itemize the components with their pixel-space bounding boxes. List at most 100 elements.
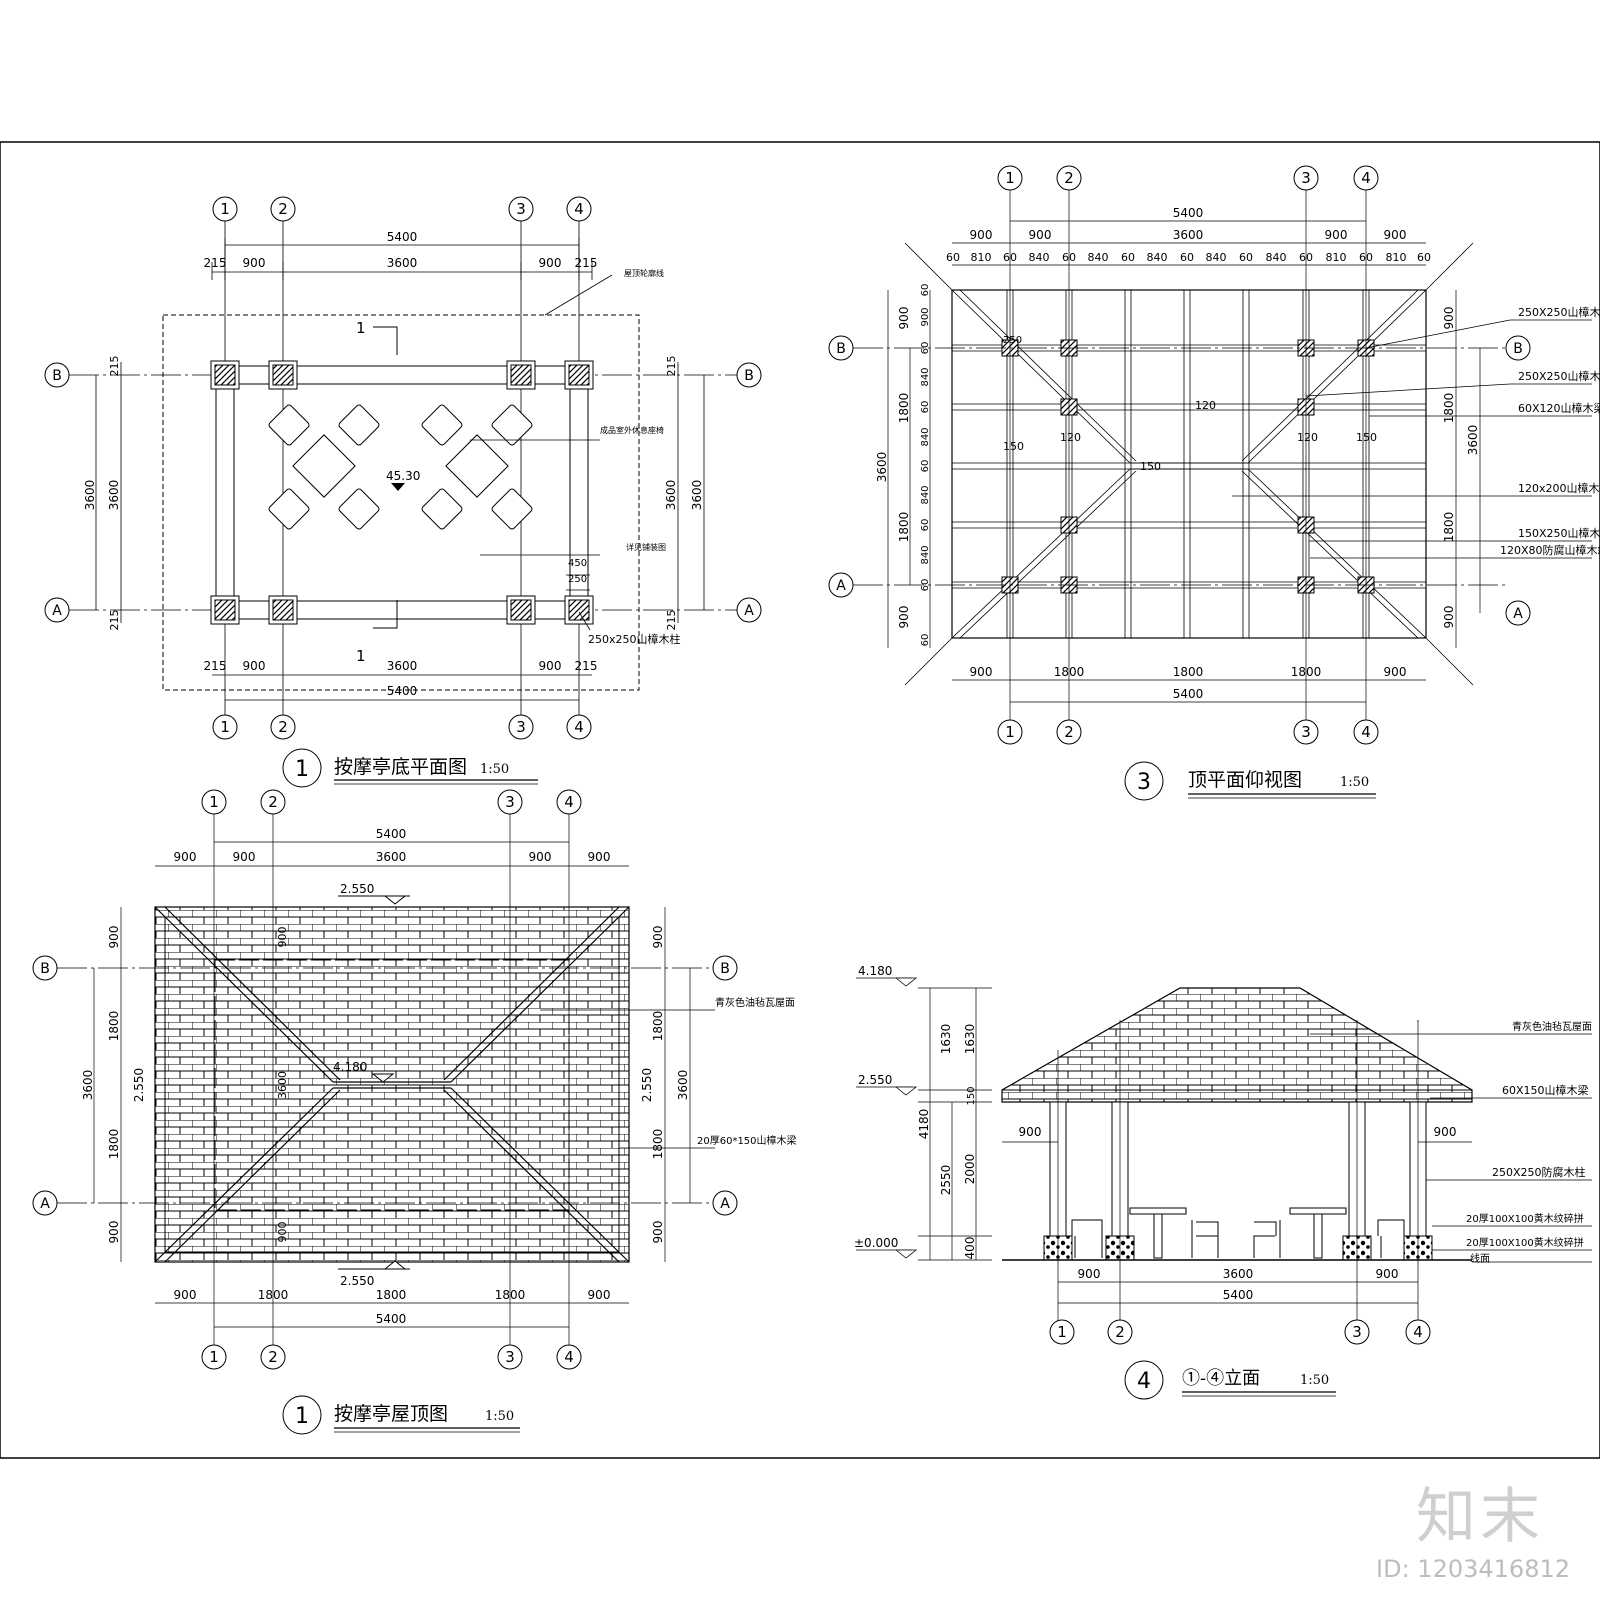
grid-label: 3 (505, 793, 515, 811)
level-text: 45.30 (386, 469, 420, 483)
member-mark: 150 (1356, 431, 1377, 444)
grid-label: 1 (220, 200, 230, 218)
dim: 1800 (651, 1011, 665, 1042)
dim: 900 (1376, 1267, 1399, 1281)
label-450: 450 (568, 558, 587, 569)
grid-label: A (1513, 606, 1523, 622)
level-text: 2.550 (132, 1068, 146, 1102)
label-beam: 20厚60*150山樟木梁 (697, 1134, 797, 1147)
grid-label: 4 (574, 200, 584, 218)
member-mark: 150 (1003, 440, 1024, 453)
dim: 3600 (1223, 1267, 1254, 1281)
top-subdivision-dims: 60 810 60 840 60 840 60 840 60 840 60 84… (946, 251, 1431, 264)
furniture (1071, 1207, 1405, 1259)
dim: 3600 (376, 850, 407, 864)
dim: 900 (651, 1221, 665, 1244)
dim: 3600 (875, 452, 889, 483)
dim: 60 (1239, 251, 1253, 264)
dim: 4180 (917, 1109, 931, 1140)
bottom-dimension-lines (952, 679, 1426, 703)
grid-label: 2 (278, 718, 288, 736)
ceiling-plan-view: 1 2 3 4 1 2 3 4 B A B A (828, 165, 1600, 801)
grid-bubbles-bottom: 1 2 3 4 (997, 719, 1379, 745)
label-chairs: 成品室外休息座椅 (600, 425, 664, 435)
label: 120X80防腐山樟木斜梁 (1500, 543, 1600, 557)
dim-3600: 3600 (664, 480, 678, 511)
callout-labels: 青灰色油毡瓦屋面 60X150山樟木梁 250X250防腐木柱 20厚100X1… (1466, 1020, 1592, 1265)
columns (1001, 339, 1375, 594)
dim: 900 (1029, 228, 1052, 242)
grid-label: 3 (1301, 723, 1311, 741)
view-title: 按摩亭屋顶图 (334, 1403, 448, 1425)
dim: 3600 (1173, 228, 1204, 242)
dim: 900 (529, 850, 552, 864)
grid-label: 2 (268, 793, 278, 811)
dim: 900 (1384, 228, 1407, 242)
member-mark: 120 (1195, 399, 1216, 412)
left-dimension-lines (918, 987, 992, 1261)
label: 60X120山樟木梁 (1518, 401, 1600, 415)
hip-lines (154, 906, 630, 1263)
label-column: 250x250山樟木柱 (588, 632, 681, 646)
dim: 900 (1384, 665, 1407, 679)
grid-label: 2 (268, 1348, 278, 1366)
dim: 1630 (963, 1024, 977, 1055)
grid-label: B (1513, 341, 1523, 357)
grid-lines (853, 190, 1506, 720)
label-tile: 青灰色油毡瓦屋面 (715, 996, 795, 1009)
dim: 900 (107, 1221, 121, 1244)
bottom-dimension-lines (212, 674, 592, 701)
dim: 3600 (676, 1070, 690, 1101)
grid-label: 4 (564, 793, 574, 811)
view-number-circle (1124, 761, 1164, 801)
dim: 60 (1180, 251, 1194, 264)
dim: 60 (920, 460, 931, 473)
label: 线面 (1470, 1252, 1490, 1265)
label: 20厚100X100黄木纹碎拼 (1466, 1236, 1584, 1249)
level-text: 2.550 (640, 1068, 654, 1102)
grid-label: 2 (278, 200, 288, 218)
dim-overall: 5400 (1173, 687, 1204, 701)
dim: 840 (1088, 251, 1109, 264)
leader-lines (540, 1009, 715, 1149)
level-marker (371, 1073, 395, 1083)
dim: 840 (920, 545, 931, 564)
dim-215: 215 (204, 256, 227, 270)
view-number: 1 (295, 1404, 309, 1429)
columns (210, 360, 594, 625)
level-markers (856, 977, 918, 1259)
dim: 900 (897, 307, 911, 330)
view-scale: 1:50 (1300, 1373, 1329, 1388)
grid-label: 1 (209, 1348, 219, 1366)
dim-215: 215 (108, 356, 121, 377)
leader-lines (1232, 319, 1592, 559)
level-text: 4.180 (333, 1060, 367, 1074)
label: 青灰色油毡瓦屋面 (1512, 1020, 1592, 1033)
level-text: 4.180 (858, 964, 892, 978)
member-mark: 250 (1003, 335, 1022, 346)
grid-label: 3 (1352, 1323, 1362, 1341)
eave-line (214, 959, 570, 1211)
right-dimension-lines (1455, 290, 1481, 648)
label-roof-outline: 屋顶轮廓线 (624, 268, 664, 278)
view-scale: 1:50 (485, 1409, 514, 1424)
dim: 1800 (897, 393, 911, 424)
dim: 60 (1359, 251, 1373, 264)
dim: 900 (1078, 1267, 1101, 1281)
grid-label: 4 (564, 1348, 574, 1366)
dim-215: 215 (204, 659, 227, 673)
dim: 2000 (963, 1154, 977, 1185)
dim: 1800 (107, 1129, 121, 1160)
dim: 840 (1147, 251, 1168, 264)
grid-label: B (52, 368, 62, 384)
dim: 840 (920, 485, 931, 504)
rafters (952, 290, 1426, 638)
dim: 840 (1029, 251, 1050, 264)
leader-lines (1310, 1033, 1592, 1263)
left-subdivision-dims: 60 900 60 840 60 840 60 840 60 840 60 60 (920, 284, 931, 647)
dim: 840 (1266, 251, 1287, 264)
grid-label: 1 (1005, 169, 1015, 187)
view-number: 4 (1137, 1369, 1151, 1394)
grid-label: 1 (220, 718, 230, 736)
